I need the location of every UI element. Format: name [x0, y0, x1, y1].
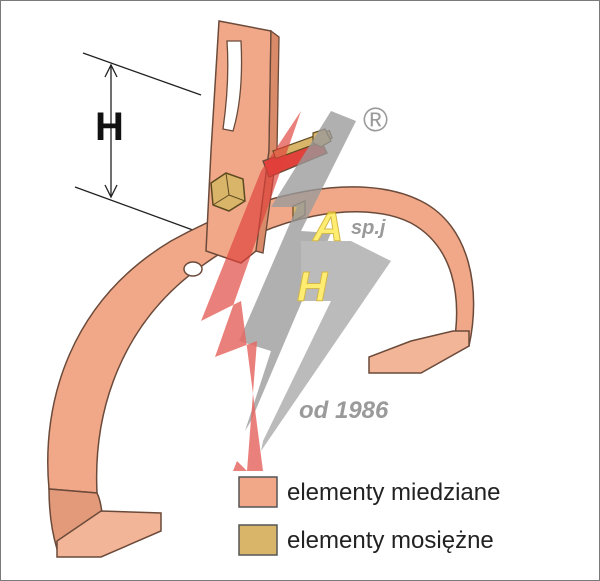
- logo-watermark: A H: [201, 111, 391, 471]
- band-foot-right: [368, 330, 470, 374]
- registered-mark: ®: [363, 101, 389, 139]
- dimension-label: H: [95, 105, 124, 149]
- band-foot-left: [56, 510, 162, 558]
- company-since: od 1986: [299, 397, 389, 424]
- legend-label-copper: elementy miedziane: [287, 479, 501, 506]
- copper-band: [47, 186, 475, 558]
- legend-label-brass: elementy mosiężne: [287, 527, 494, 554]
- logo-letter-h: H: [297, 263, 329, 310]
- dimension-extension-bottom: [74, 186, 202, 234]
- logo-bolt-red: [201, 111, 301, 471]
- legend-item-copper: elementy miedziane: [287, 475, 500, 511]
- legend-swatch-copper: [238, 476, 278, 508]
- dimension-arrow-bottom: [104, 184, 118, 199]
- bracket-side: [255, 29, 280, 254]
- logo-letter-a: A: [312, 203, 343, 250]
- legend-swatch-brass: [238, 524, 278, 556]
- dimension-h: [74, 52, 202, 234]
- legend-item-brass: elementy mosiężne: [287, 523, 494, 559]
- logo-bolt-gray-2: [261, 241, 391, 451]
- mounting-hole: [183, 261, 203, 277]
- dimension-extension-top: [82, 52, 202, 96]
- logo-bolt-gray: [239, 111, 356, 431]
- bracket-slot: [222, 40, 243, 132]
- company-suffix: sp.j: [351, 217, 386, 239]
- dimension-arrow-top: [104, 63, 118, 78]
